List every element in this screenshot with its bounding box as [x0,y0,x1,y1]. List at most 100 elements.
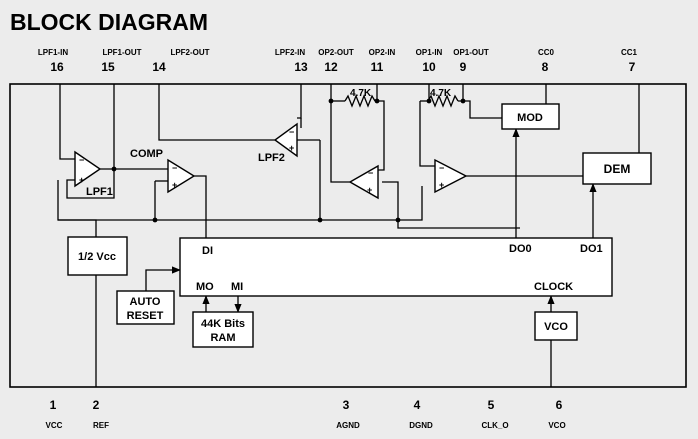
resistor-op1-value: 4.7K [430,88,452,99]
port-di: DI [202,245,213,257]
lpf1-plus-sign: + [79,175,84,185]
op2-plus-sign: + [367,185,372,195]
auto-reset-block: AUTO RESET [116,290,175,325]
pin-number-12: 12 [324,60,338,74]
vco-block: VCO [534,311,578,341]
port-mo: MO [196,281,214,293]
diagram-title: BLOCK DIAGRAM [10,9,208,35]
auto-reset-label-2: RESET [127,310,164,322]
mod-block: MOD [501,103,560,130]
port-do1: DO1 [580,243,603,255]
pin-label-op1-out: OP1-OUT [453,48,489,57]
pin-label-op2-in: OP2-IN [369,48,396,57]
comp-plus-sign: + [172,180,177,190]
junction-dot [460,98,466,104]
pin-number-1: 1 [50,398,57,412]
lpf1-opamp: − + LPF1 [74,150,113,198]
pin-number-13: 13 [294,60,308,74]
pin-label-lpf2-out: LPF2-OUT [170,48,209,57]
comp-opamp: − + COMP [130,148,196,194]
wire-r2-mod [458,100,502,119]
junctions [111,98,466,223]
comp-label: COMP [130,148,163,160]
lpf2-minus-sign: − [289,127,294,137]
mod-label: MOD [517,112,543,124]
wires [57,84,640,387]
pin-number-9: 9 [460,60,467,74]
half-vcc-block: 1/2 Vcc [67,236,128,276]
half-vcc-label: 1/2 Vcc [78,251,116,263]
port-mi: MI [231,281,243,293]
wire-op2-out [330,84,350,183]
pin-number-6: 6 [556,398,563,412]
lpf2-opamp: − + LPF2 [258,122,298,164]
lpf2-plus-sign: + [289,143,294,153]
junction-dot [426,98,432,104]
pin-number-5: 5 [488,398,495,412]
pin-number-15: 15 [101,60,115,74]
pin-number-2: 2 [93,398,100,412]
wire-auto-reset [145,266,181,291]
chip-outline [9,83,687,388]
pin-number-4: 4 [414,398,421,412]
lpf1-label: LPF1 [86,186,113,198]
junction-dot [152,217,158,223]
wire-op2-plus [382,181,520,229]
pin-number-11: 11 [371,60,384,74]
junction-dot [317,217,323,223]
top-pin-numbers: 16 15 14 13 12 11 10 9 8 7 [50,60,635,74]
pin-number-14: 14 [152,60,166,74]
junction-dot [395,217,401,223]
pin-number-16: 16 [50,60,64,74]
dem-label: DEM [604,162,631,176]
ram-label-1: 44K Bits [201,318,245,330]
pin-label-vco: VCO [548,421,565,430]
vco-label: VCO [544,321,568,333]
junction-dot [111,166,117,172]
pin-number-7: 7 [629,60,636,74]
resistor-op1: 4.7K [427,88,459,108]
wire-lpf2-out [158,84,275,141]
wire-lpf1-in [59,84,75,160]
op1-minus-sign: − [439,163,444,173]
pin-label-clk-o: CLK_O [481,421,508,430]
pin-label-dgnd: DGND [409,421,433,430]
core-block: DI MO MI DO0 DO1 CLOCK [179,237,613,297]
port-do0: DO0 [509,243,532,255]
resistor-op2-value: 4.7K [350,88,372,99]
wire-r1-right [375,100,385,171]
pin-label-cc1: CC1 [621,48,638,57]
pin-label-vcc: VCC [46,421,63,430]
port-clock: CLOCK [534,281,573,293]
top-pin-labels: LPF1-IN LPF1-OUT LPF2-OUT LPF2-IN OP2-OU… [38,48,638,57]
pin-label-lpf1-out: LPF1-OUT [102,48,141,57]
op2-opamp: − + [348,164,379,200]
dem-block: DEM [582,152,652,185]
pin-number-3: 3 [343,398,350,412]
op1-opamp: − + [434,158,468,194]
wire-op1-plus [398,186,423,221]
pin-label-lpf2-in: LPF2-IN [275,48,305,57]
bottom-pin-numbers: 1 2 3 4 5 6 [50,398,563,412]
junction-dot [328,98,334,104]
auto-reset-label-1: AUTO [130,296,161,308]
wire-lpf2-in [297,84,302,119]
wire-comp-di [194,175,207,238]
lpf2-label: LPF2 [258,152,285,164]
ram-label-2: RAM [210,332,235,344]
ram-block: 44K Bits RAM [192,311,254,348]
pin-label-lpf1-in: LPF1-IN [38,48,68,57]
pin-number-8: 8 [542,60,549,74]
wire-op1-minus [419,101,435,167]
op2-minus-sign: − [368,168,373,178]
comp-minus-sign: − [172,163,177,173]
pin-label-agnd: AGND [336,421,360,430]
wire-lpf1-feedback [66,169,115,199]
junction-dot [374,98,380,104]
lpf1-minus-sign: − [79,155,84,165]
bottom-pin-labels: VCC REF AGND DGND CLK_O VCO [46,421,566,430]
pin-label-ref: REF [93,421,109,430]
resistor-op2: 4.7K [344,88,376,108]
